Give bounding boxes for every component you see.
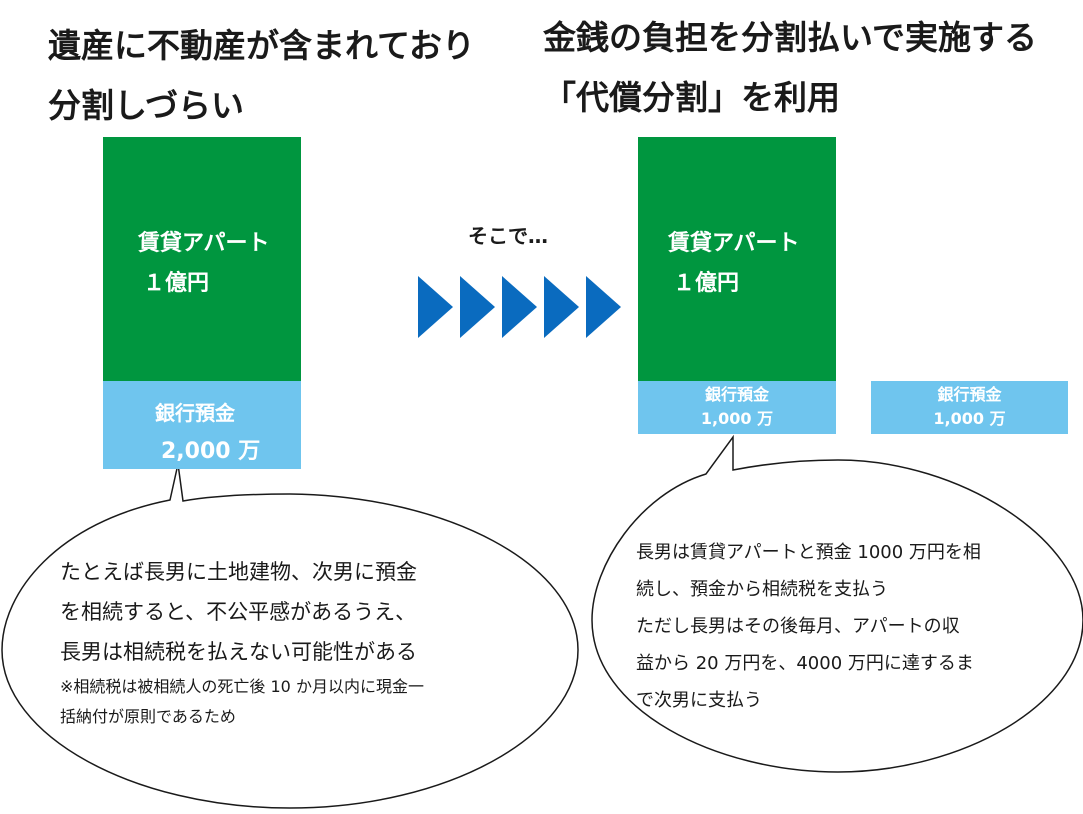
- left-bubble-note-2: 括納付が原則であるため: [60, 707, 236, 726]
- left-bubble-content: たとえば長男に土地建物、次男に預金 を相続すると、不公平感があるうえ、 長男は相…: [60, 552, 424, 732]
- right-bubble-line-1: 長男は賃貸アパートと預金 1000 万円を相: [636, 542, 981, 563]
- left-bubble-line-2: を相続すると、不公平感があるうえ、: [60, 600, 417, 624]
- right-heading-line-1: 金銭の負担を分割払いで実施する: [543, 18, 1038, 57]
- left-deposit-block: 銀行預金 2,000 万: [103, 381, 301, 469]
- right-deposit-block-1: 銀行預金 1,000 万: [638, 381, 836, 434]
- right-property-name: 賃貸アパート: [668, 231, 800, 256]
- arrow-chevrons: [418, 276, 621, 338]
- left-deposit-value: 2,000 万: [161, 439, 261, 464]
- left-bubble-line-1: たとえば長男に土地建物、次男に預金: [60, 560, 417, 584]
- right-heading: 金銭の負担を分割払いで実施する 「代償分割」を利用: [543, 8, 1037, 128]
- left-heading: 遺産に不動産が含まれており 分割しづらい: [48, 16, 475, 136]
- chevron-arrow-icon-5: [586, 276, 621, 338]
- left-heading-line-1: 遺産に不動産が含まれており: [48, 26, 476, 65]
- right-property-block: 賃貸アパート １億円: [638, 137, 836, 381]
- chevron-arrow-icon-2: [460, 276, 495, 338]
- middle-label: そこで…: [468, 224, 548, 248]
- chevron-arrow-icon-1: [418, 276, 453, 338]
- left-property-block: 賃貸アパート １億円: [103, 137, 301, 381]
- chevron-arrow-icon-3: [502, 276, 537, 338]
- right-bubble-outline: [591, 434, 1083, 773]
- right-deposit-2-value: 1,000 万: [933, 409, 1006, 428]
- chevron-arrow-icon-4: [544, 276, 579, 338]
- right-bubble-line-5: で次男に支払う: [636, 690, 762, 711]
- right-bubble-content: 長男は賃貸アパートと預金 1000 万円を相 続し、預金から相続税を支払う ただ…: [636, 534, 981, 719]
- left-bubble-note-1: ※相続税は被相続人の死亡後 10 か月以内に現金一: [60, 677, 424, 696]
- right-property-value: １億円: [673, 271, 740, 296]
- right-bubble-line-2: 続し、預金から相続税を支払う: [636, 579, 888, 600]
- left-property-value: １億円: [143, 271, 210, 296]
- right-bubble-line-4: 益から 20 万円を、4000 万円に達するま: [636, 653, 974, 674]
- right-heading-line-2: 「代償分割」を利用: [543, 78, 840, 117]
- left-property-name: 賃貸アパート: [138, 231, 270, 256]
- right-deposit-1-value: 1,000 万: [700, 409, 774, 428]
- right-deposit-1-name: 銀行預金: [704, 385, 769, 404]
- left-bubble-outline: [1, 463, 579, 809]
- left-deposit-name: 銀行預金: [155, 401, 235, 425]
- left-heading-line-2: 分割しづらい: [48, 86, 245, 125]
- right-deposit-block-2: 銀行預金 1,000 万: [871, 381, 1068, 434]
- right-deposit-2-name: 銀行預金: [937, 385, 1002, 404]
- right-bubble-line-3: ただし長男はその後毎月、アパートの収: [636, 616, 960, 637]
- left-bubble-line-3: 長男は相続税を払えない可能性がある: [60, 640, 417, 664]
